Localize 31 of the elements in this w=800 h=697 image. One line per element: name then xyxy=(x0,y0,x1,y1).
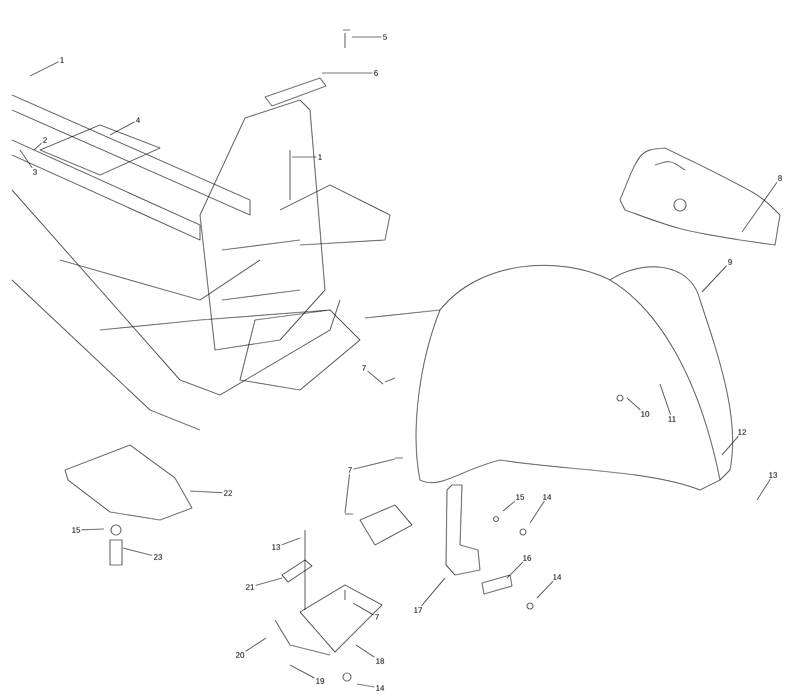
leader-line xyxy=(290,664,315,678)
leader-line xyxy=(110,122,135,136)
leader-line xyxy=(536,580,554,598)
leader-line xyxy=(356,644,375,658)
leader-line xyxy=(352,36,382,38)
leader-line xyxy=(660,384,671,416)
leader-line xyxy=(20,150,32,168)
leader-line xyxy=(344,474,350,514)
leader-line xyxy=(506,562,524,578)
leader-line xyxy=(281,538,300,546)
leader-line xyxy=(322,72,373,74)
leader-line xyxy=(34,142,42,150)
leader-line xyxy=(356,684,375,688)
leader-line xyxy=(367,370,384,384)
leader-line xyxy=(502,500,516,512)
leader-line xyxy=(626,398,641,410)
leader-line xyxy=(292,156,317,158)
leader-line xyxy=(421,578,446,606)
leader-line xyxy=(352,602,374,616)
leader-line xyxy=(702,265,727,292)
leader-line xyxy=(255,578,282,586)
leader-line xyxy=(190,490,223,493)
leader-line xyxy=(30,61,59,76)
leader-line xyxy=(122,548,153,556)
leader-line xyxy=(756,478,771,500)
leader-line xyxy=(353,458,396,470)
leader-line xyxy=(245,638,266,652)
leader-line xyxy=(742,182,778,232)
leader-line xyxy=(530,500,545,524)
leader-line xyxy=(722,436,739,456)
leader-line xyxy=(81,528,104,530)
